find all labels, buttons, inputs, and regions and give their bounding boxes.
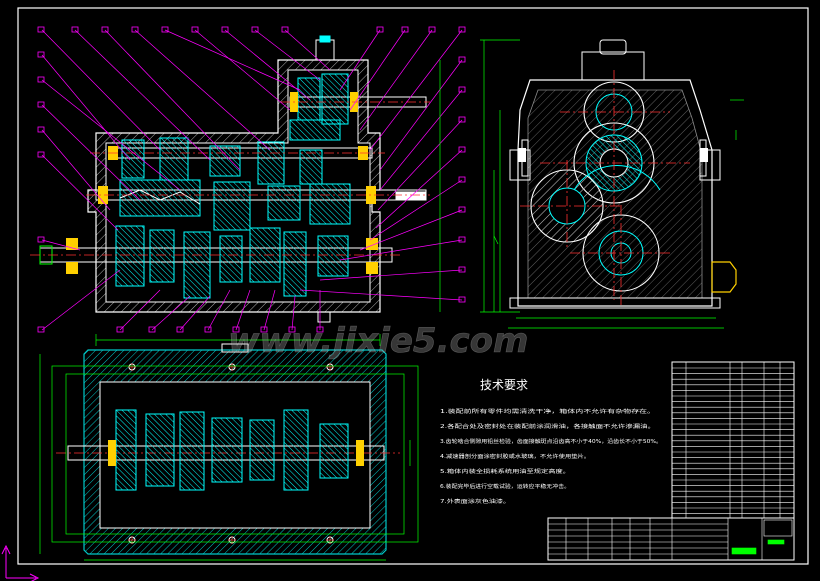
title-block: [547, 517, 795, 561]
tech-requirements-title: 技术要求: [480, 378, 528, 392]
part-number-balloons: [37, 26, 466, 333]
centerlines: [30, 101, 430, 256]
tech-requirements: 技术要求 1.装配前所有零件均需清洗干净，箱体内不允许有杂物存在。 2.各配合处…: [440, 378, 662, 505]
tech-requirement-5: 5.箱体内装全损耗系统用油至规定高度。: [440, 467, 570, 475]
gear-set: [115, 73, 351, 299]
ucs-axis-icon: [1, 544, 40, 581]
plan-view: [39, 343, 419, 561]
side-view-dimensions: [480, 39, 744, 329]
parts-list: [671, 361, 795, 519]
tech-requirement-4: 4.减速器剖分面涂密封胶或水玻璃，不允许使用垫片。: [440, 452, 590, 460]
tech-requirement-7: 7.外表面涂灰色油漆。: [440, 497, 510, 505]
tech-requirement-6: 6.装配完毕后进行空载试验，运转应平稳无冲击。: [440, 482, 570, 490]
drawing-frame: [17, 7, 809, 565]
tech-requirement-2: 2.各配合处及密封处在装配前涂润滑油，各接触面不允许渗漏油。: [440, 422, 655, 430]
tech-requirement-1: 1.装配前所有零件均需清洗干净，箱体内不允许有杂物存在。: [440, 407, 655, 415]
plan-view-dimensions: [39, 354, 419, 561]
front-view-dimensions: [95, 60, 441, 346]
tech-requirement-3: 3.齿轮啮合侧隙用铅丝检验，齿面接触斑点沿齿高不小于40%，沿齿长不小于50%。: [440, 437, 662, 445]
watermark: www.jixie5.com: [228, 321, 528, 361]
plan-view-gears: [115, 409, 349, 491]
front-section-view: [30, 26, 466, 346]
side-view: [480, 39, 744, 329]
leader-lines: [41, 29, 463, 331]
